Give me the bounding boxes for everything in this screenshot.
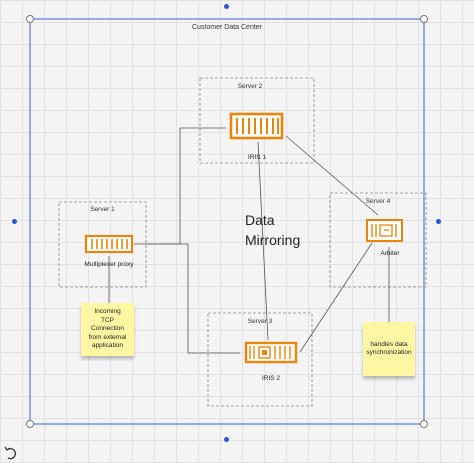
connector-proxy-iris1[interactable] [146, 127, 226, 245]
sticky-note-tcp-line1: Incoming [94, 308, 121, 316]
connection-point-left[interactable] [12, 219, 17, 224]
resize-handle-top-left[interactable] [26, 15, 34, 23]
server4-label: Server 4 [365, 198, 391, 205]
connector-iris1-arbiter[interactable] [285, 135, 379, 216]
sticky-note-tcp-line2: TCP [101, 316, 114, 324]
sticky-note-tcp-line4: from external [88, 333, 127, 341]
connector-proxy-iris2[interactable] [134, 243, 240, 354]
connection-point-top[interactable] [224, 4, 229, 9]
multiplexer-proxy-label: Multiplexer proxy [84, 261, 134, 268]
sticky-note-tcp-line5: application [91, 342, 124, 350]
datacenter-label: Customer Data Center [191, 24, 263, 31]
sticky-note-tcp-line3: Connection [91, 325, 124, 333]
server-rack-icon[interactable] [229, 112, 284, 140]
sticky-note-sync-line2: synchronization [366, 349, 412, 356]
connection-point-bottom[interactable] [224, 437, 229, 442]
iris1-label: IRIS 1 [247, 154, 267, 161]
rotate-icon[interactable] [4, 446, 17, 460]
connector-iris2-arbiter[interactable] [299, 242, 373, 353]
sticky-note-sync[interactable]: handles data synchronization [363, 322, 415, 376]
server2-label: Server 2 [237, 83, 263, 90]
connection-point-right[interactable] [436, 219, 441, 224]
diagram-title: Data Mirroring [245, 210, 300, 250]
server3-label: Server 3 [247, 318, 273, 325]
cpu-chip-icon[interactable] [244, 341, 298, 364]
iris2-label: IRIS 2 [261, 375, 281, 382]
resize-handle-bottom-right[interactable] [420, 420, 428, 428]
resize-handle-bottom-left[interactable] [26, 420, 34, 428]
server4-box[interactable] [329, 192, 427, 288]
arbiter-board-icon[interactable] [366, 219, 403, 242]
sticky-note-tcp[interactable]: Incoming TCP Connection from external ap… [81, 303, 134, 356]
server2-box[interactable] [199, 77, 315, 164]
arbiter-label: Arbiter [380, 250, 400, 257]
datacenter-frame[interactable] [29, 18, 425, 425]
server1-box[interactable] [58, 201, 147, 288]
server3-box[interactable] [207, 312, 313, 407]
server1-label: Server 1 [90, 206, 115, 213]
diagram-title-line2: Mirroring [245, 232, 301, 248]
multiplexer-bar-icon[interactable] [84, 234, 134, 254]
sticky-note-sync-line1: handles data [370, 340, 408, 348]
connector-iris1-iris2[interactable] [257, 141, 269, 341]
diagram-title-line1: Data [245, 212, 275, 228]
resize-handle-top-right[interactable] [420, 15, 428, 23]
